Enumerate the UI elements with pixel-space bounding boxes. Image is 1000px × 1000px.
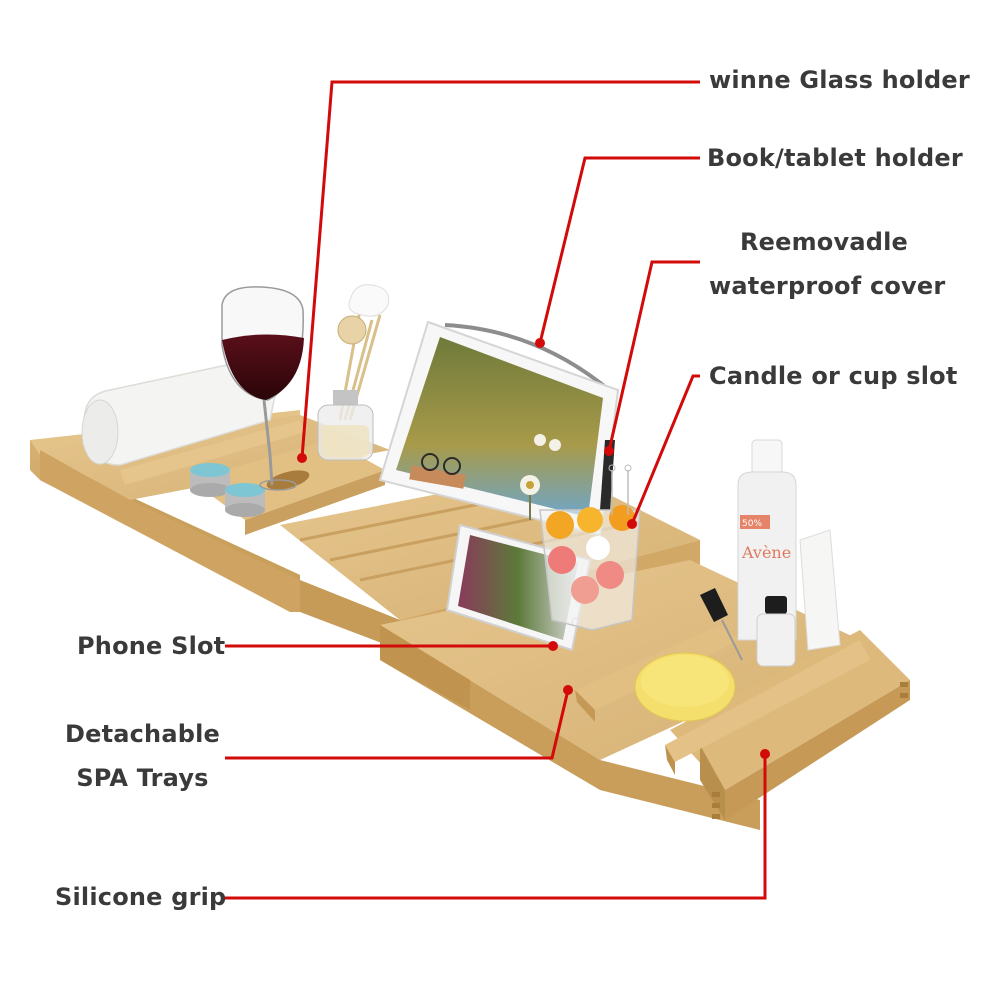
bottle-badge: 50% bbox=[742, 519, 762, 529]
callout-line-waterproof-cover bbox=[607, 260, 700, 452]
callout-lines bbox=[225, 80, 767, 900]
label-removable-cover-line2: waterproof cover bbox=[709, 272, 946, 300]
label-spa-trays-line2: SPA Trays bbox=[76, 764, 209, 792]
label-wine-glass-holder: winne Glass holder bbox=[709, 66, 970, 94]
label-removable-cover-line1: Reemovadle bbox=[739, 228, 909, 256]
label-silicone-grip: Silicone grip bbox=[55, 883, 227, 911]
bottle-brand: Avène bbox=[741, 543, 791, 562]
label-spa-trays-line1: Detachable bbox=[64, 720, 221, 748]
label-book-tablet-holder: Book/tablet holder bbox=[707, 144, 963, 172]
rolled-towel bbox=[81, 359, 276, 466]
label-spa-trays: Detachable SPA Trays bbox=[55, 722, 230, 790]
label-removable-cover: Reemovadle waterproof cover bbox=[709, 228, 946, 300]
reed-diffuser bbox=[317, 284, 390, 461]
callout-line-silicone-grip bbox=[225, 754, 767, 900]
tea-light-candles bbox=[190, 463, 265, 517]
soap-bar bbox=[634, 652, 736, 722]
label-candle-cup-slot: Candle or cup slot bbox=[709, 362, 958, 390]
callout-line-wine-glass bbox=[300, 80, 700, 459]
callout-line-book-tablet bbox=[538, 156, 700, 344]
label-phone-slot: Phone Slot bbox=[77, 632, 226, 660]
wine-glass bbox=[221, 286, 304, 491]
callout-line-spa-trays bbox=[225, 689, 570, 760]
callout-line-candle-cup bbox=[630, 374, 700, 525]
callout-dots bbox=[297, 338, 770, 759]
tablet bbox=[378, 320, 620, 537]
toiletry-bottles: 50% Avène bbox=[700, 439, 841, 667]
